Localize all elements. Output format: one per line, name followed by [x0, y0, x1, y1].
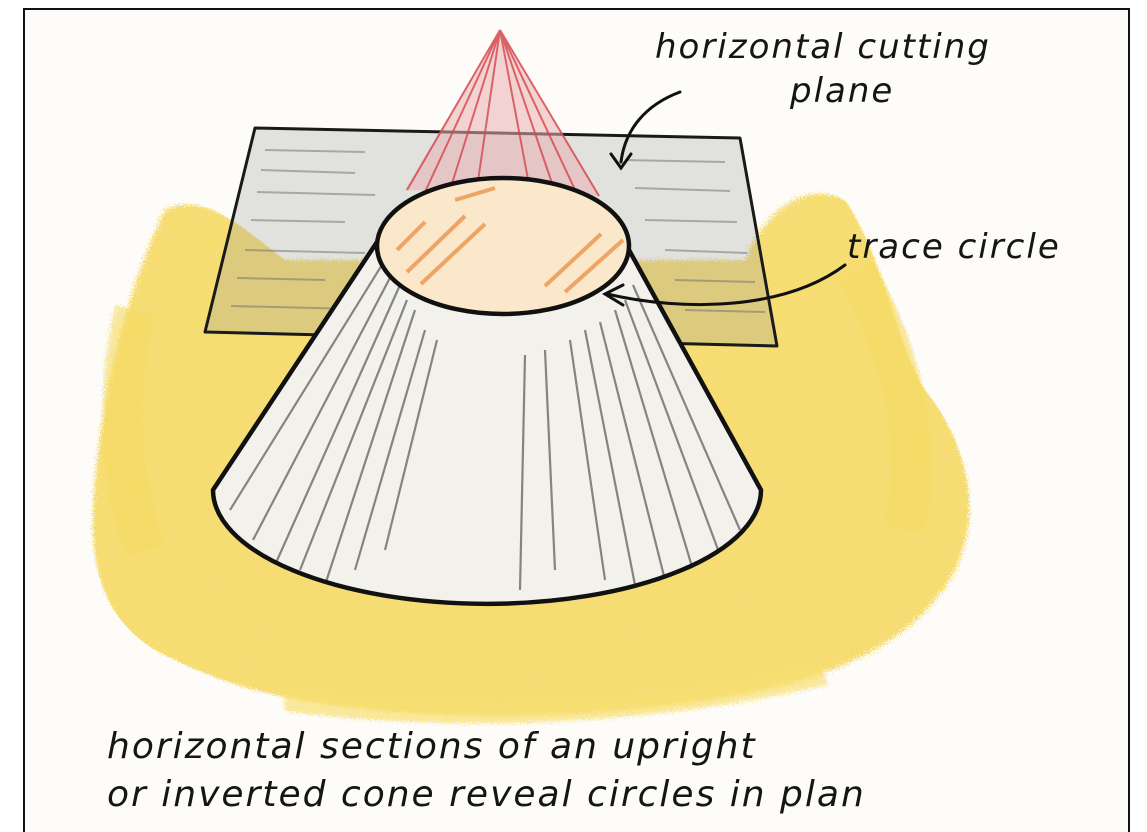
caption-line1: horizontal sections of an upright — [107, 726, 757, 767]
caption-line2: or inverted cone reveal circles in plan — [107, 774, 866, 815]
label-cutting-plane-line1: horizontal cutting — [655, 27, 991, 67]
label-trace-circle: trace circle — [847, 227, 1061, 267]
trace-circle-section — [377, 178, 629, 314]
label-cutting-plane-line2: plane — [789, 71, 894, 111]
cone-section-sketch: horizontal cutting plane trace circle ho… — [25, 10, 1130, 832]
drawing-frame: horizontal cutting plane trace circle ho… — [23, 8, 1130, 832]
